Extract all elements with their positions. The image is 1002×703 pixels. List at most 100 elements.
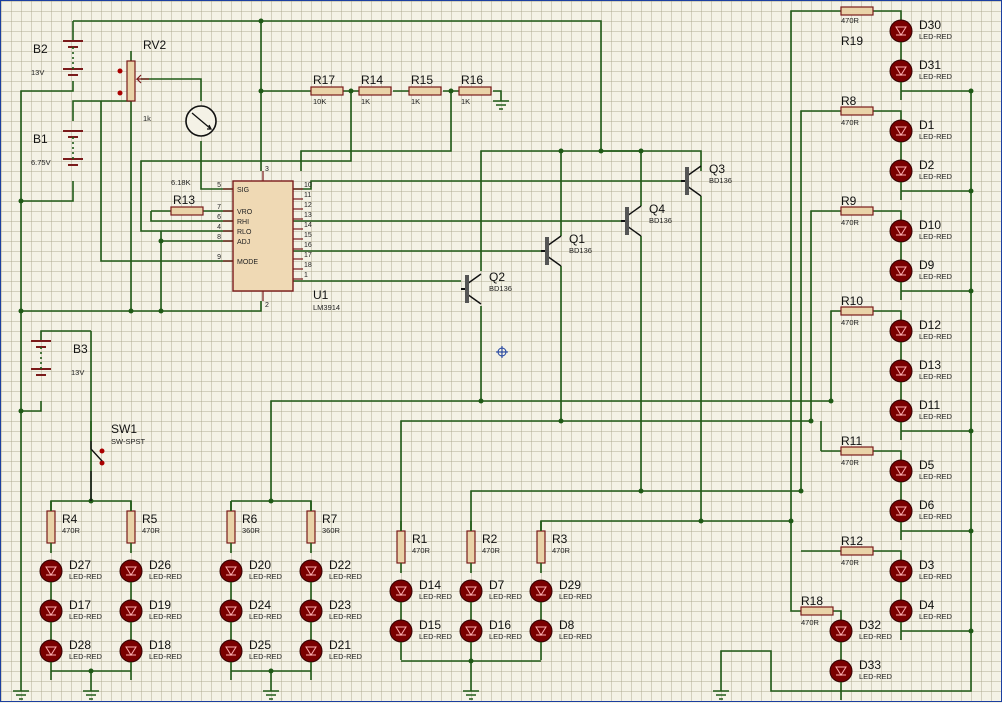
- resistor-ref: R2: [482, 532, 498, 546]
- crosshair-cursor-icon: [496, 346, 508, 358]
- led-body: [299, 559, 323, 583]
- resistor-body: [840, 206, 874, 216]
- resistor-value: 10K: [313, 97, 326, 106]
- ic-pin-number: 12: [304, 202, 312, 209]
- resistor-value: 1K: [361, 97, 370, 106]
- resistor-value: 470R: [482, 546, 501, 555]
- ic-pin-number: 14: [304, 222, 312, 229]
- transistor-part: BD136: [649, 216, 672, 225]
- led-body: [39, 559, 63, 583]
- led-part: LED-RED: [919, 612, 953, 621]
- diode-icon: [895, 406, 907, 416]
- resistor-ref: R5: [142, 512, 158, 526]
- resistor-body: [126, 510, 136, 544]
- led-part: LED-RED: [419, 592, 453, 601]
- switch-ref: SW1: [111, 422, 137, 436]
- diode-icon: [895, 606, 907, 616]
- led-ref: D28: [69, 638, 91, 652]
- led-ref: D33: [859, 658, 881, 672]
- diode-icon: [305, 566, 317, 576]
- switch-icon: [90, 441, 103, 501]
- led-ref: D24: [249, 598, 271, 612]
- battery-value: 13V: [31, 68, 44, 77]
- led-ref: D29: [559, 578, 581, 592]
- led-part: LED-RED: [149, 572, 183, 581]
- led-body: [889, 359, 913, 383]
- led-part: LED-RED: [559, 632, 593, 641]
- led-part: LED-RED: [859, 632, 893, 641]
- diode-icon: [835, 626, 847, 636]
- led-body: [389, 619, 413, 643]
- resistor-body: [840, 446, 874, 456]
- ic-pin-number: 2: [265, 302, 269, 309]
- ground-symbols: [13, 100, 729, 700]
- pot-terminal: [117, 90, 123, 96]
- resistor-value: 470R: [841, 118, 860, 127]
- led-body: [39, 599, 63, 623]
- resistor-value: 470R: [62, 526, 81, 535]
- diode-icon: [895, 226, 907, 236]
- transistor-part: BD136: [489, 284, 512, 293]
- diode-icon: [465, 586, 477, 596]
- led-part: LED-RED: [249, 652, 283, 661]
- resistor-body: [46, 510, 56, 544]
- resistor-value: 470R: [841, 218, 860, 227]
- resistor-value: 1K: [461, 97, 470, 106]
- led-part: LED-RED: [919, 132, 953, 141]
- battery-b1: B16.75V: [31, 130, 83, 167]
- led-part: LED-RED: [919, 372, 953, 381]
- resistor-ref: R15: [411, 73, 433, 87]
- resistor-ref: R19: [841, 34, 863, 48]
- led-ref: D12: [919, 318, 941, 332]
- resistor-ref: R14: [361, 73, 383, 87]
- led-ref: D9: [919, 258, 935, 272]
- transistor-part: BD136: [569, 246, 592, 255]
- diode-icon: [895, 506, 907, 516]
- resistor-ref: R8: [841, 94, 857, 108]
- led-part: LED-RED: [489, 632, 523, 641]
- resistor-value: 470R: [841, 318, 860, 327]
- battery-value: 13V: [71, 368, 84, 377]
- resistor-body: [458, 86, 492, 96]
- ic-pin-number: 15: [304, 232, 312, 239]
- resistor-body: [466, 530, 476, 564]
- resistor-ref: R13: [173, 193, 195, 207]
- resistor-body: [840, 306, 874, 316]
- led-ref: D2: [919, 158, 935, 172]
- led-ref: D13: [919, 358, 941, 372]
- diode-icon: [225, 646, 237, 656]
- resistor-body: [840, 546, 874, 556]
- diode-icon: [125, 566, 137, 576]
- led-part: LED-RED: [919, 72, 953, 81]
- transistor-ref: Q2: [489, 270, 505, 284]
- diode-icon: [305, 646, 317, 656]
- switch-terminal: [99, 448, 105, 454]
- resistor-ref: R16: [461, 73, 483, 87]
- resistor-ref: R11: [841, 434, 862, 448]
- led-ref: D20: [249, 558, 271, 572]
- ic-pin-name: ADJ: [237, 239, 250, 246]
- led-ref: D22: [329, 558, 351, 572]
- resistor-value: 470R: [142, 526, 161, 535]
- led-part: LED-RED: [419, 632, 453, 641]
